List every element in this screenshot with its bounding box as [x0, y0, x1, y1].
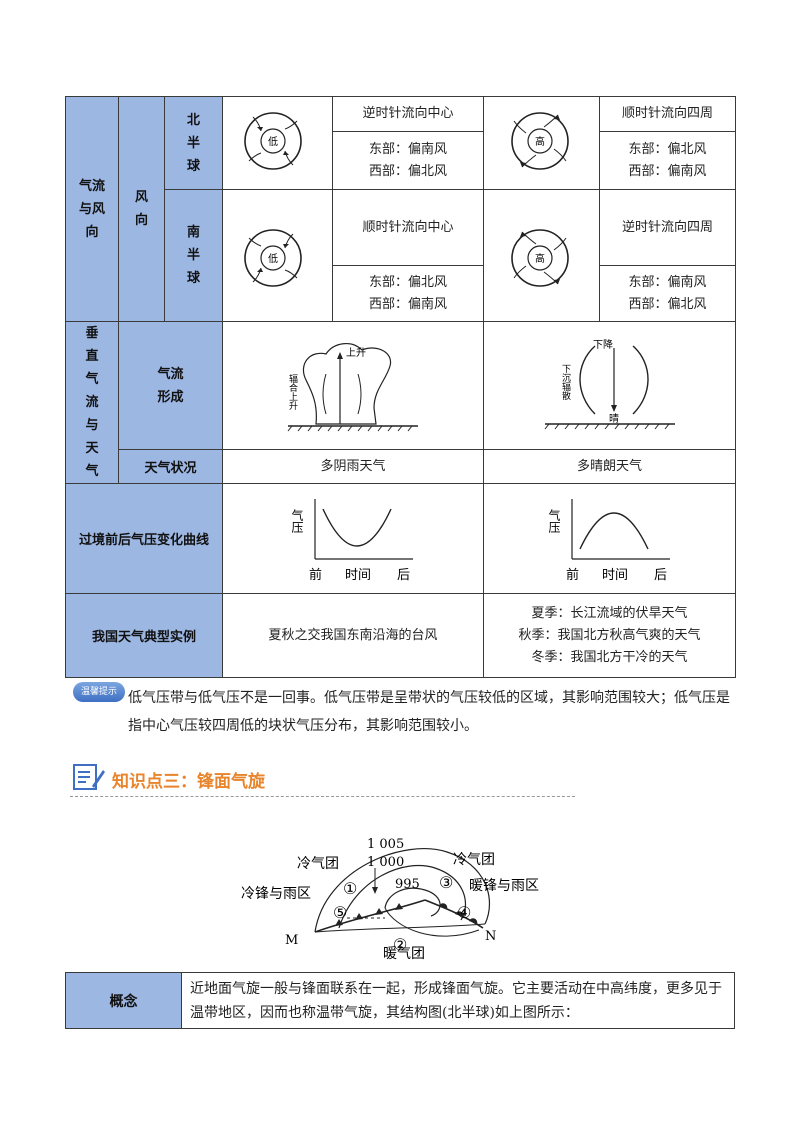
- iso-995: 995: [395, 877, 420, 892]
- south-hemisphere-header: 南半球: [164, 189, 223, 322]
- concept-text: 近地面气旋一般与锋面联系在一起，形成锋面气旋。它主要活动在中高纬度，更多见于温带…: [181, 972, 735, 1029]
- sh-high-diagram-cell: 高: [483, 189, 600, 322]
- low-vertical-airflow-cell: 上升 辐合上升: [222, 320, 484, 451]
- pressure-system-table: 气流与风向 风向 北半球 低 逆时针流向中心 高: [65, 95, 736, 678]
- axis-after-low: 后: [397, 568, 410, 583]
- axis-pressure-high: 气压: [547, 507, 561, 532]
- north-hemisphere-header: 北半球: [164, 96, 223, 190]
- sh-high-rotation: 逆时针流向四周: [599, 189, 736, 266]
- examples-header: 我国天气典型实例: [65, 593, 223, 678]
- iso-1000: 1 000: [367, 855, 404, 870]
- cold-air-left-label: 冷气团: [297, 856, 339, 872]
- point-m: M: [285, 933, 298, 948]
- sinking-airflow-diagram: 下降 下沉辐散 晴: [544, 338, 675, 429]
- weather-high: 多晴朗天气: [483, 449, 736, 484]
- airflow-formation-header: 气流形成: [118, 320, 223, 451]
- cold-air-right-label: 冷气团: [453, 852, 495, 868]
- nh-low-diagram-cell: 低: [222, 96, 333, 190]
- axis-after-high: 后: [654, 568, 667, 583]
- sh-high-winds: 东部：偏南风西部：偏北风: [599, 265, 736, 322]
- iso-1005: 1 005: [367, 837, 404, 852]
- sh-low-label: 低: [268, 252, 278, 265]
- pressure-curve-header: 过境前后气压变化曲线: [65, 483, 223, 594]
- marker-5: ⑤: [333, 903, 347, 922]
- nh-low-winds: 东部：偏南风西部：偏北风: [332, 131, 484, 190]
- nh-high-winds: 东部：偏北风西部：偏南风: [599, 131, 736, 190]
- tip-badge: 温馨提示: [73, 682, 125, 702]
- example-low: 夏秋之交我国东南沿海的台风: [222, 593, 484, 678]
- high-vertical-airflow-cell: 下降 下沉辐散 晴: [483, 320, 736, 451]
- marker-3: ③: [439, 873, 453, 892]
- axis-pressure-low: 气压: [290, 507, 304, 532]
- wind-direction-header: 风向: [118, 96, 165, 322]
- sh-low-cyclone-diagram: 低: [244, 228, 302, 287]
- notebook-icon: [73, 764, 105, 790]
- rise-label: 上升: [346, 347, 366, 359]
- cold-front-rain-label: 冷锋与雨区: [241, 886, 311, 902]
- sh-low-diagram-cell: 低: [222, 189, 333, 322]
- rising-airflow-diagram: 上升 辐合上升: [287, 342, 418, 431]
- sh-high-anticyclone-diagram: 高: [511, 228, 569, 287]
- high-pressure-curve-cell: 气压 前 时间 后: [483, 483, 736, 594]
- marker-2: ②: [393, 935, 407, 954]
- nh-high-diagram-cell: 高: [483, 96, 600, 190]
- nh-high-rotation: 顺时针流向四周: [599, 95, 736, 133]
- low-pressure-curve: 气压 前 时间 后: [290, 498, 413, 583]
- sink-diverge-label: 下沉辐散: [560, 364, 571, 401]
- nh-low-label: 低: [268, 135, 278, 148]
- section-title: 知识点三：锋面气旋: [112, 772, 265, 792]
- row-header-airflow-wind: 气流与风向: [65, 96, 119, 322]
- example-high: 夏季：长江流域的伏旱天气 秋季：我国北方秋高气爽的天气 冬季：我国北方干冷的天气: [483, 593, 736, 678]
- nh-low-rotation: 逆时针流向中心: [332, 95, 484, 133]
- sh-low-winds: 东部：偏北风西部：偏南风: [332, 265, 484, 322]
- weather-status-header: 天气状况: [118, 449, 223, 484]
- warm-air-label: 暖气团: [383, 946, 425, 962]
- section-divider: [70, 796, 575, 797]
- nh-high-anticyclone-diagram: 高: [511, 112, 569, 170]
- low-pressure-curve-cell: 气压 前 时间 后: [222, 483, 484, 594]
- nh-low-cyclone-diagram: 低: [244, 112, 302, 170]
- converge-rise-label: 辐合上升: [287, 372, 298, 410]
- descend-label: 下降: [593, 338, 613, 351]
- tip-text: 低气压带与低气压不是一回事。低气压带是呈带状的气压较低的区域，其影响范围较大；低…: [128, 690, 730, 734]
- marker-1: ①: [343, 879, 357, 898]
- point-n: N: [485, 929, 496, 944]
- nh-high-label: 高: [535, 135, 545, 148]
- axis-before-low: 前: [309, 567, 322, 583]
- weather-low: 多阴雨天气: [222, 449, 484, 484]
- axis-time-low: 时间: [345, 568, 371, 583]
- axis-time-high: 时间: [602, 568, 628, 583]
- warm-front-rain-label: 暖锋与雨区: [469, 878, 539, 894]
- concept-label: 概念: [65, 972, 182, 1029]
- sh-high-label: 高: [535, 252, 545, 265]
- marker-4: ④: [457, 903, 471, 922]
- high-pressure-curve: 气压 前 时间 后: [547, 498, 670, 583]
- clear-label: 晴: [609, 412, 619, 425]
- sh-low-rotation: 顺时针流向中心: [332, 189, 484, 266]
- axis-before-high: 前: [566, 567, 579, 583]
- row-header-vertical-airflow: 垂直气流与天气: [65, 321, 119, 484]
- frontal-cyclone-diagram: 1 005 1 000 995 冷气团 冷气团 冷锋与雨区 暖锋与雨区 暖气团 …: [241, 837, 539, 962]
- concept-table: 概念 近地面气旋一般与锋面联系在一起，形成锋面气旋。它主要活动在中高纬度，更多见…: [65, 972, 735, 1029]
